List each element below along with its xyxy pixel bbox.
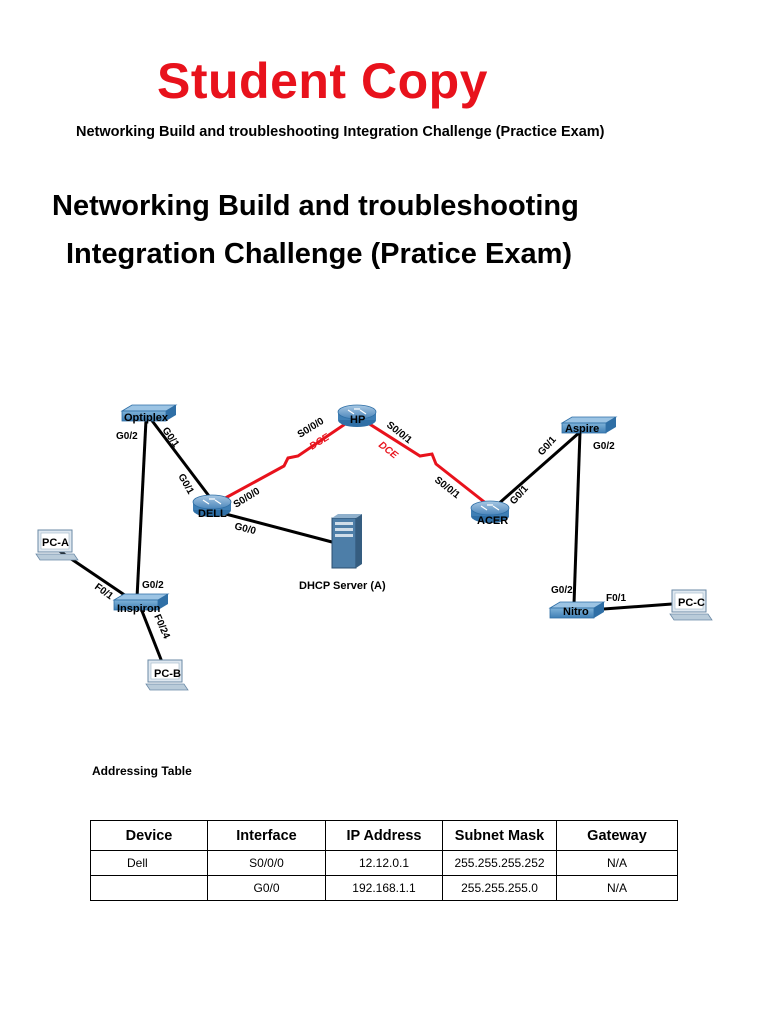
acer-label: ACER <box>477 515 508 527</box>
pc-a-label: PC-A <box>42 537 69 549</box>
port-label-dell-g00: G0/0 <box>233 521 257 537</box>
cell-gateway: N/A <box>556 875 678 901</box>
page-title-line-1: Networking Build and troubleshooting <box>52 190 579 222</box>
ethernet-links <box>57 417 673 663</box>
link-dell-dhcp <box>217 510 333 544</box>
addressing-table: Device Interface IP Address Subnet Mask … <box>90 820 678 901</box>
link-aspire-nitro <box>572 431 582 605</box>
cell-device: Dell <box>90 850 208 876</box>
pc-b-icon[interactable] <box>145 659 189 691</box>
cell-ip-address: 12.12.0.1 <box>325 850 443 876</box>
pc-b-label: PC-B <box>154 668 181 680</box>
port-label-acer-g01: G0/1 <box>508 483 531 507</box>
pc-c-label: PC-C <box>678 597 705 609</box>
link-acer-aspire <box>495 430 581 508</box>
aspire-switch-icon[interactable] <box>560 416 618 434</box>
student-copy-heading: Student Copy <box>157 53 488 109</box>
nitro-switch-icon[interactable] <box>548 601 606 619</box>
cell-subnet-mask: 255.255.255.252 <box>442 850 557 876</box>
port-label-inspiron-g02: G0/2 <box>142 580 164 591</box>
cell-ip-address: 192.168.1.1 <box>325 875 443 901</box>
port-label-nitro-g02: G0/2 <box>551 585 573 596</box>
document-subtitle: Networking Build and troubleshooting Int… <box>76 124 605 140</box>
port-label-optiplex-g01: G0/1 <box>160 425 182 449</box>
hp-label: HP <box>350 414 365 426</box>
link-optiplex-dell <box>148 417 214 501</box>
port-label-inspiron-f024: F0/24 <box>151 613 172 641</box>
inspiron-label: Inspiron <box>117 603 161 615</box>
nitro-label: Nitro <box>563 606 589 618</box>
pc-a-icon[interactable] <box>35 529 79 561</box>
table-row: G0/0 192.168.1.1 255.255.255.0 N/A <box>90 875 678 901</box>
column-header-device: Device <box>90 820 208 851</box>
port-label-nitro-f01: F0/1 <box>606 593 626 604</box>
cell-subnet-mask: 255.255.255.0 <box>442 875 557 901</box>
pc-c-icon[interactable] <box>669 589 713 621</box>
link-optiplex-inspiron <box>135 419 148 599</box>
serial-link-hp-acer <box>359 416 493 510</box>
column-header-interface: Interface <box>207 820 326 851</box>
port-label-optiplex-g02: G0/2 <box>116 431 138 442</box>
acer-router-icon[interactable] <box>470 500 510 523</box>
optiplex-switch-icon[interactable] <box>120 404 178 422</box>
serial-links <box>217 416 493 510</box>
port-label-aspire-g02: G0/2 <box>593 441 615 452</box>
column-header-gateway: Gateway <box>556 820 678 851</box>
table-header-row: Device Interface IP Address Subnet Mask … <box>90 820 678 851</box>
dce-label-right: DCE <box>376 440 400 462</box>
cell-device <box>90 875 208 901</box>
dell-label: DELL <box>198 508 227 520</box>
port-label-dell-s000: S0/0/0 <box>232 486 263 511</box>
link-inspiron-pcb <box>138 605 164 663</box>
dhcp-server-icon[interactable] <box>331 514 362 569</box>
cell-gateway: N/A <box>556 850 678 876</box>
serial-link-dell-hp <box>217 416 355 504</box>
dhcp-server-label: DHCP Server (A) <box>299 580 386 592</box>
port-label-acer-s001: S0/0/1 <box>432 475 462 502</box>
page-title-line-2: Integration Challenge (Pratice Exam) <box>66 238 573 270</box>
column-header-subnet-mask: Subnet Mask <box>442 820 557 851</box>
optiplex-label: Optiplex <box>124 412 169 424</box>
cell-interface: G0/0 <box>207 875 326 901</box>
inspiron-switch-icon[interactable] <box>112 593 170 611</box>
hp-router-icon[interactable] <box>337 404 377 427</box>
addressing-table-caption: Addressing Table <box>92 764 192 778</box>
network-topology-diagram: Optiplex HP Aspire DELL ACER PC-A Inspir… <box>35 404 713 691</box>
aspire-label: Aspire <box>565 423 599 435</box>
column-header-ip-address: IP Address <box>325 820 443 851</box>
cell-interface: S0/0/0 <box>207 850 326 876</box>
dell-router-icon[interactable] <box>192 494 232 517</box>
table-row: Dell S0/0/0 12.12.0.1 255.255.255.252 N/… <box>90 850 678 876</box>
